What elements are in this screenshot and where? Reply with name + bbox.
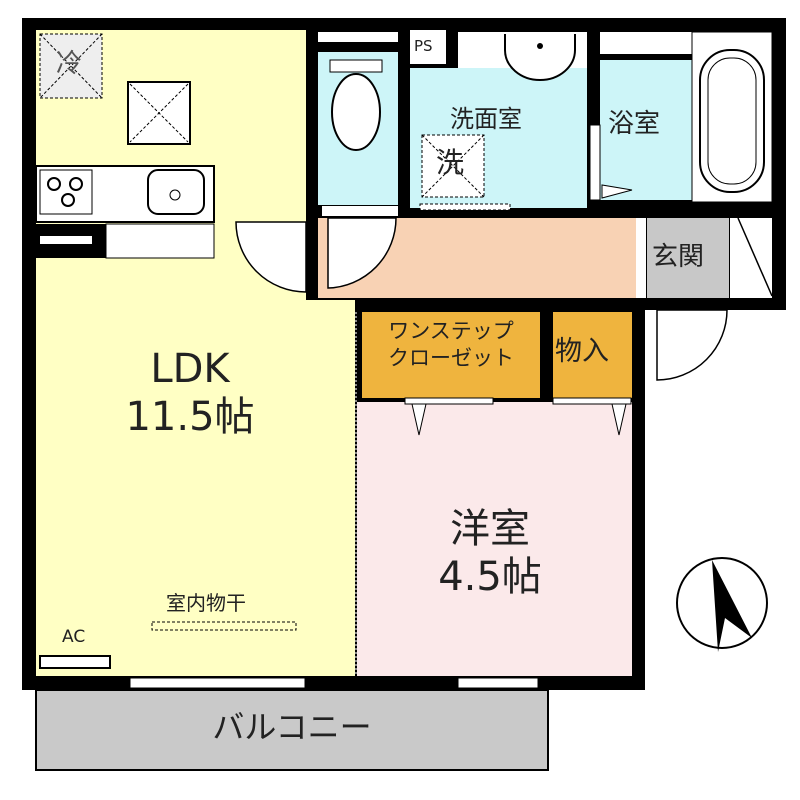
closet xyxy=(362,312,540,398)
entrance-label: 玄関 xyxy=(652,242,705,272)
toilet-door xyxy=(327,217,397,289)
indoor-drying-label: 室内物干 xyxy=(166,591,246,615)
washbasin-icon xyxy=(504,34,576,81)
bathroom xyxy=(600,60,692,200)
ldk-door xyxy=(235,221,307,293)
fridge-label: 冷 xyxy=(56,49,83,79)
sink-icon xyxy=(147,169,205,215)
bathtub-icon xyxy=(699,49,765,193)
closet-label: ワンステップ クローゼット xyxy=(388,319,514,371)
ldk-label: LDK 11.5帖 xyxy=(125,346,255,440)
room-western xyxy=(357,402,632,676)
pipe-space xyxy=(410,30,446,64)
entrance-door xyxy=(656,309,728,381)
entrance-step xyxy=(730,218,772,298)
balcony xyxy=(35,689,549,771)
stove-icon xyxy=(39,169,93,215)
storage xyxy=(553,312,632,398)
ps-label: PS xyxy=(414,37,433,55)
indoor-drying-rail xyxy=(151,621,297,631)
toilet-icon xyxy=(331,73,381,151)
washroom-label: 洗面室 xyxy=(450,105,522,133)
washer-label: 洗 xyxy=(436,146,465,179)
storage-label: 物入 xyxy=(555,336,609,367)
western-room-label: 洋室 4.5帖 xyxy=(438,506,542,600)
balcony-label: バルコニー xyxy=(212,708,372,746)
washer-space-icon xyxy=(421,134,485,198)
window-ldk xyxy=(129,677,306,689)
window-western xyxy=(457,677,539,689)
bathroom-label: 浴室 xyxy=(608,109,661,139)
entrance xyxy=(647,218,729,298)
north-compass-icon xyxy=(676,557,768,652)
air-conditioner xyxy=(39,655,111,669)
ac-label: AC xyxy=(62,627,86,647)
fridge-space-icon xyxy=(39,33,103,99)
